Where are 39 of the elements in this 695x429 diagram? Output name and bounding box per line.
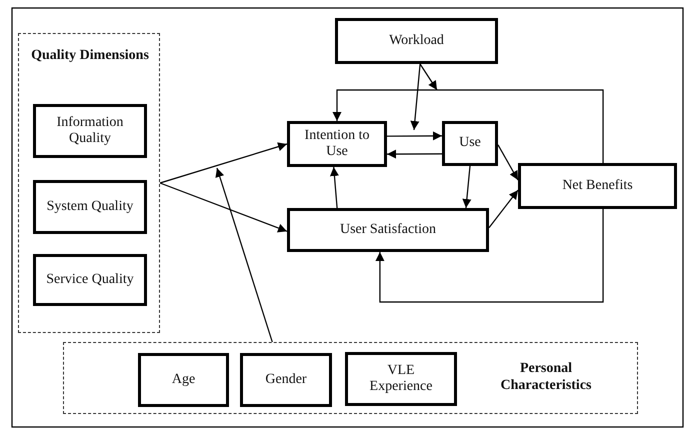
factor-label: Information Quality — [56, 114, 124, 148]
arrow — [375, 209, 604, 303]
factor-box — [442, 121, 498, 166]
factor-box — [287, 208, 489, 252]
factor-box — [240, 353, 332, 407]
arrow — [488, 190, 518, 228]
factor-box — [33, 180, 147, 234]
factor-label: Age — [172, 372, 196, 388]
arrow — [160, 182, 288, 232]
factor-label: Use — [459, 135, 481, 152]
group-heading: Personal Characteristics — [500, 361, 592, 395]
factor-label: Workload — [389, 32, 444, 50]
arrow — [387, 150, 442, 159]
dashed-group-panel — [18, 33, 160, 333]
factor-label: Intention to Use — [304, 128, 370, 160]
factor-label: VLE Experience — [368, 362, 434, 396]
dashed-group-panel — [63, 342, 638, 414]
arrow — [332, 89, 604, 163]
arrow — [462, 166, 472, 208]
factor-label: System Quality — [46, 198, 134, 216]
arrow — [497, 144, 519, 180]
arrow — [330, 166, 339, 208]
arrow — [420, 64, 438, 90]
factor-box — [518, 163, 677, 209]
factor-box — [345, 352, 457, 406]
arrow — [160, 142, 288, 184]
arrow — [387, 131, 442, 140]
group-heading: Quality Dimensions — [30, 48, 150, 65]
arrow — [215, 168, 273, 342]
factor-label: Service Quality — [46, 272, 134, 288]
arrow — [410, 64, 421, 130]
factor-box — [287, 121, 387, 167]
factor-label: Net Benefits — [562, 178, 633, 194]
factor-box — [138, 353, 229, 407]
factor-box — [335, 18, 498, 64]
factor-box — [33, 104, 147, 158]
factor-label: Gender — [265, 372, 307, 388]
factor-box — [33, 254, 147, 306]
factor-label: User Satisfaction — [340, 222, 436, 238]
